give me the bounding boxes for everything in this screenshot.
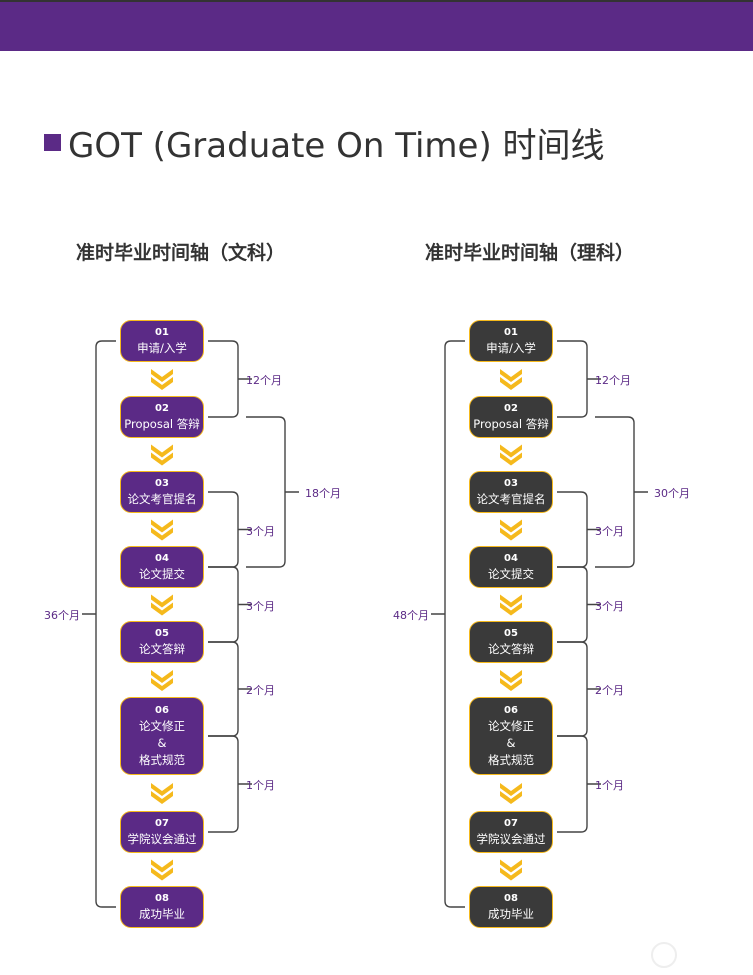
chevron-down-icon <box>500 594 522 616</box>
long-span-label: 18个月 <box>305 487 341 500</box>
step-box-05: 05 论文答辩 <box>469 621 553 663</box>
chevron-down-icon <box>500 369 522 390</box>
interval-label: 3个月 <box>246 524 275 538</box>
column-title-arts: 准时毕业时间轴（文科） <box>76 242 286 264</box>
total-bracket <box>431 340 465 908</box>
interval-label: 1个月 <box>246 779 275 792</box>
step-box-03: 03 论文考官提名 <box>120 471 204 513</box>
interval-label: 12个月 <box>246 374 282 387</box>
step-number: 04 <box>155 552 169 564</box>
chevron-down-icon <box>151 783 173 804</box>
step-label: 论文修正 & 格式规范 <box>488 718 534 767</box>
step-label: 论文答辩 <box>488 641 534 656</box>
interval-label: 2个月 <box>595 684 624 697</box>
total-duration-label: 36个月 <box>44 609 80 622</box>
step-number: 08 <box>504 892 518 904</box>
interval-label: 3个月 <box>246 599 275 613</box>
step-number: 07 <box>155 817 169 829</box>
step-box-01: 01 申请/入学 <box>120 320 204 362</box>
step-box-05: 05 论文答辩 <box>120 621 204 663</box>
step-number: 06 <box>155 704 169 716</box>
step-label: Proposal 答辩 <box>124 416 200 431</box>
title-bullet-icon <box>44 134 61 151</box>
interval-label: 3个月 <box>595 599 624 613</box>
step-box-07: 07 学院议会通过 <box>120 811 204 853</box>
step-label: 论文提交 <box>488 566 534 581</box>
step-number: 01 <box>504 326 518 338</box>
step-box-01: 01 申请/入学 <box>469 320 553 362</box>
step-box-03: 03 论文考官提名 <box>469 471 553 513</box>
step-label: 申请/入学 <box>486 340 536 355</box>
chevron-down-icon <box>151 594 173 616</box>
page-title-text: GOT (Graduate On Time) 时间线 <box>68 126 605 166</box>
interval-bracket <box>208 735 252 833</box>
chevron-down-icon <box>151 444 173 466</box>
chevron-down-icon <box>500 859 522 881</box>
step-number: 05 <box>155 627 169 639</box>
chevron-down-icon <box>500 670 522 691</box>
interval-label: 1个月 <box>595 779 624 792</box>
interval-bracket <box>208 340 252 418</box>
column-title-science: 准时毕业时间轴（理科） <box>425 242 635 264</box>
step-label: 论文考官提名 <box>476 491 546 506</box>
step-label: 学院议会通过 <box>476 831 546 846</box>
step-label: 论文答辩 <box>139 641 185 656</box>
chevron-down-icon <box>500 783 522 804</box>
step-number: 05 <box>504 627 518 639</box>
step-number: 08 <box>155 892 169 904</box>
step-label: 成功毕业 <box>488 906 534 921</box>
step-label: Proposal 答辩 <box>473 416 549 431</box>
page-title: GOT (Graduate On Time) 时间线 <box>44 118 605 167</box>
chevron-down-icon <box>151 519 173 541</box>
step-box-04: 04 论文提交 <box>469 546 553 588</box>
chevron-down-icon <box>500 519 522 541</box>
chevron-down-icon <box>500 444 522 466</box>
step-box-08: 08 成功毕业 <box>120 886 204 928</box>
chevron-down-icon <box>151 670 173 691</box>
total-duration-label: 48个月 <box>393 609 429 622</box>
step-number: 01 <box>155 326 169 338</box>
step-label: 论文修正 & 格式规范 <box>139 718 185 767</box>
step-number: 03 <box>504 477 518 489</box>
long-span-label: 30个月 <box>654 487 690 500</box>
top-banner <box>0 0 753 51</box>
step-box-06: 06 论文修正 & 格式规范 <box>120 697 204 775</box>
step-label: 学院议会通过 <box>127 831 197 846</box>
step-number: 06 <box>504 704 518 716</box>
step-label: 申请/入学 <box>137 340 187 355</box>
step-label: 成功毕业 <box>139 906 185 921</box>
total-bracket <box>82 340 116 908</box>
interval-bracket <box>557 735 601 833</box>
step-label: 论文考官提名 <box>127 491 197 506</box>
step-label: 论文提交 <box>139 566 185 581</box>
interval-label: 12个月 <box>595 374 631 387</box>
chevron-down-icon <box>151 859 173 881</box>
step-number: 03 <box>155 477 169 489</box>
step-number: 02 <box>155 402 169 414</box>
interval-label: 3个月 <box>595 524 624 538</box>
step-number: 02 <box>504 402 518 414</box>
chevron-down-icon <box>151 369 173 390</box>
long-span-bracket <box>595 416 648 568</box>
long-span-bracket <box>246 416 299 568</box>
step-box-04: 04 论文提交 <box>120 546 204 588</box>
interval-label: 2个月 <box>246 684 275 697</box>
step-box-07: 07 学院议会通过 <box>469 811 553 853</box>
step-number: 07 <box>504 817 518 829</box>
step-box-08: 08 成功毕业 <box>469 886 553 928</box>
step-box-06: 06 论文修正 & 格式规范 <box>469 697 553 775</box>
step-number: 04 <box>504 552 518 564</box>
interval-bracket <box>557 340 601 418</box>
